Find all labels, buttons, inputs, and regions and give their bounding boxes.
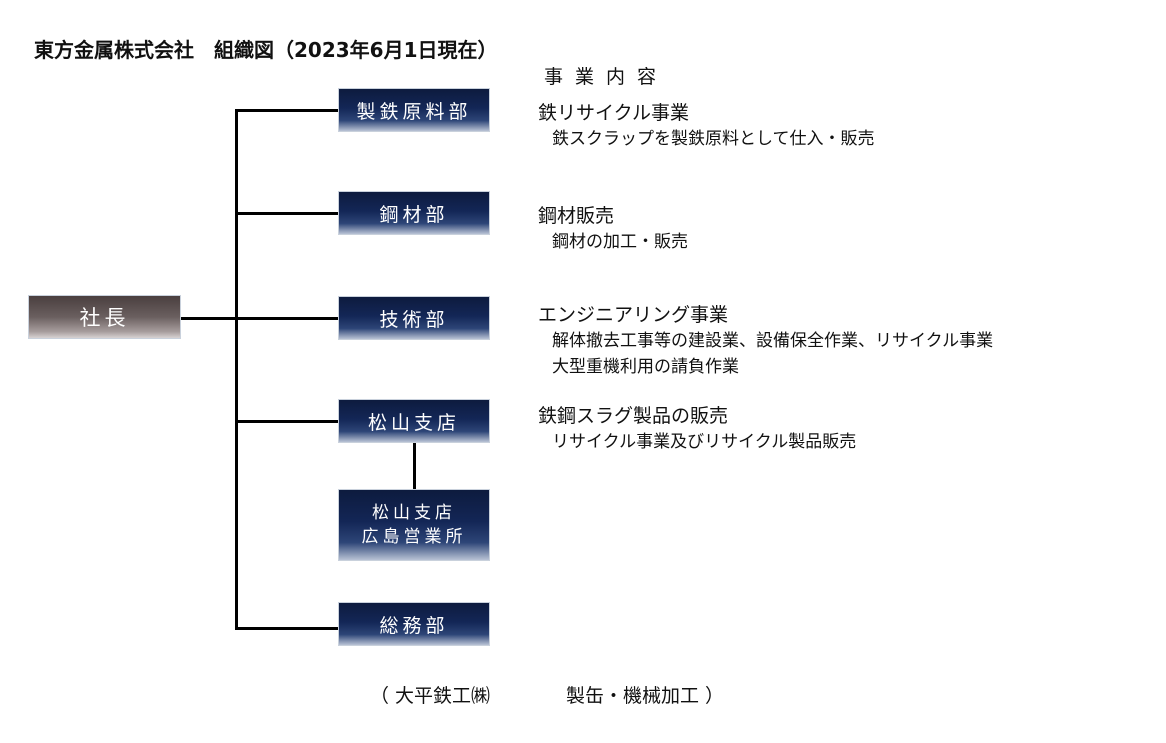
business-description-seitetsu: 鉄リサイクル事業 鉄スクラップを製鉄原料として仕入・販売	[538, 100, 875, 152]
sub-office-label-line1: 松山支店	[372, 503, 456, 523]
department-label: 技術部	[379, 308, 449, 331]
affiliate-business: 製缶・機械加工 ）	[566, 685, 725, 707]
business-title: 鉄リサイクル事業	[538, 102, 690, 124]
department-label: 松山支店	[367, 411, 460, 434]
business-detail: 大型重機利用の請負作業	[552, 357, 739, 377]
president-connector	[181, 317, 237, 320]
business-description-gijutsu: エンジニアリング事業 解体撤去工事等の建設業、設備保全作業、リサイクル事業 大型…	[538, 302, 993, 380]
president-label: 社長	[79, 306, 130, 330]
business-title: エンジニアリング事業	[538, 304, 729, 326]
business-title: 鋼材販売	[538, 205, 615, 227]
trunk-line	[235, 109, 238, 630]
business-detail: リサイクル事業及びリサイクル製品販売	[552, 432, 857, 452]
business-detail: 鉄スクラップを製鉄原料として仕入・販売	[552, 129, 875, 149]
business-detail: 解体撤去工事等の建設業、設備保全作業、リサイクル事業	[552, 331, 994, 351]
business-title: 鉄鋼スラグ製品の販売	[538, 405, 729, 427]
business-content-header: 事業内容	[544, 66, 669, 88]
department-label: 鋼材部	[379, 203, 449, 226]
department-box-gijutsu: 技術部	[338, 296, 490, 340]
branch-line-kouzai	[235, 212, 339, 215]
affiliate-company: （ 大平鉄工㈱	[370, 685, 491, 707]
sub-office-box-hiroshima: 松山支店 広島営業所	[338, 489, 490, 561]
sub-office-connector	[413, 443, 416, 490]
business-detail: 鋼材の加工・販売	[552, 232, 688, 252]
department-label: 総務部	[379, 614, 449, 637]
sub-office-label-line2: 広島営業所	[361, 527, 467, 547]
president-box: 社長	[28, 295, 181, 339]
branch-line-matsuyama	[235, 420, 339, 423]
branch-line-seitetsu	[235, 109, 339, 112]
branch-line-gijutsu	[235, 317, 339, 320]
department-label: 製鉄原料部	[356, 100, 472, 123]
department-box-seitetsu-genryo: 製鉄原料部	[338, 88, 490, 132]
business-description-matsuyama: 鉄鋼スラグ製品の販売 リサイクル事業及びリサイクル製品販売	[538, 403, 856, 455]
page-title: 東方金属株式会社 組織図（2023年6月1日現在）	[34, 38, 498, 62]
business-description-kouzai: 鋼材販売 鋼材の加工・販売	[538, 203, 688, 255]
department-box-soumu: 総務部	[338, 602, 490, 646]
branch-line-soumu	[235, 627, 339, 630]
department-box-kouzai: 鋼材部	[338, 191, 490, 235]
department-box-matsuyama-branch: 松山支店	[338, 399, 490, 443]
